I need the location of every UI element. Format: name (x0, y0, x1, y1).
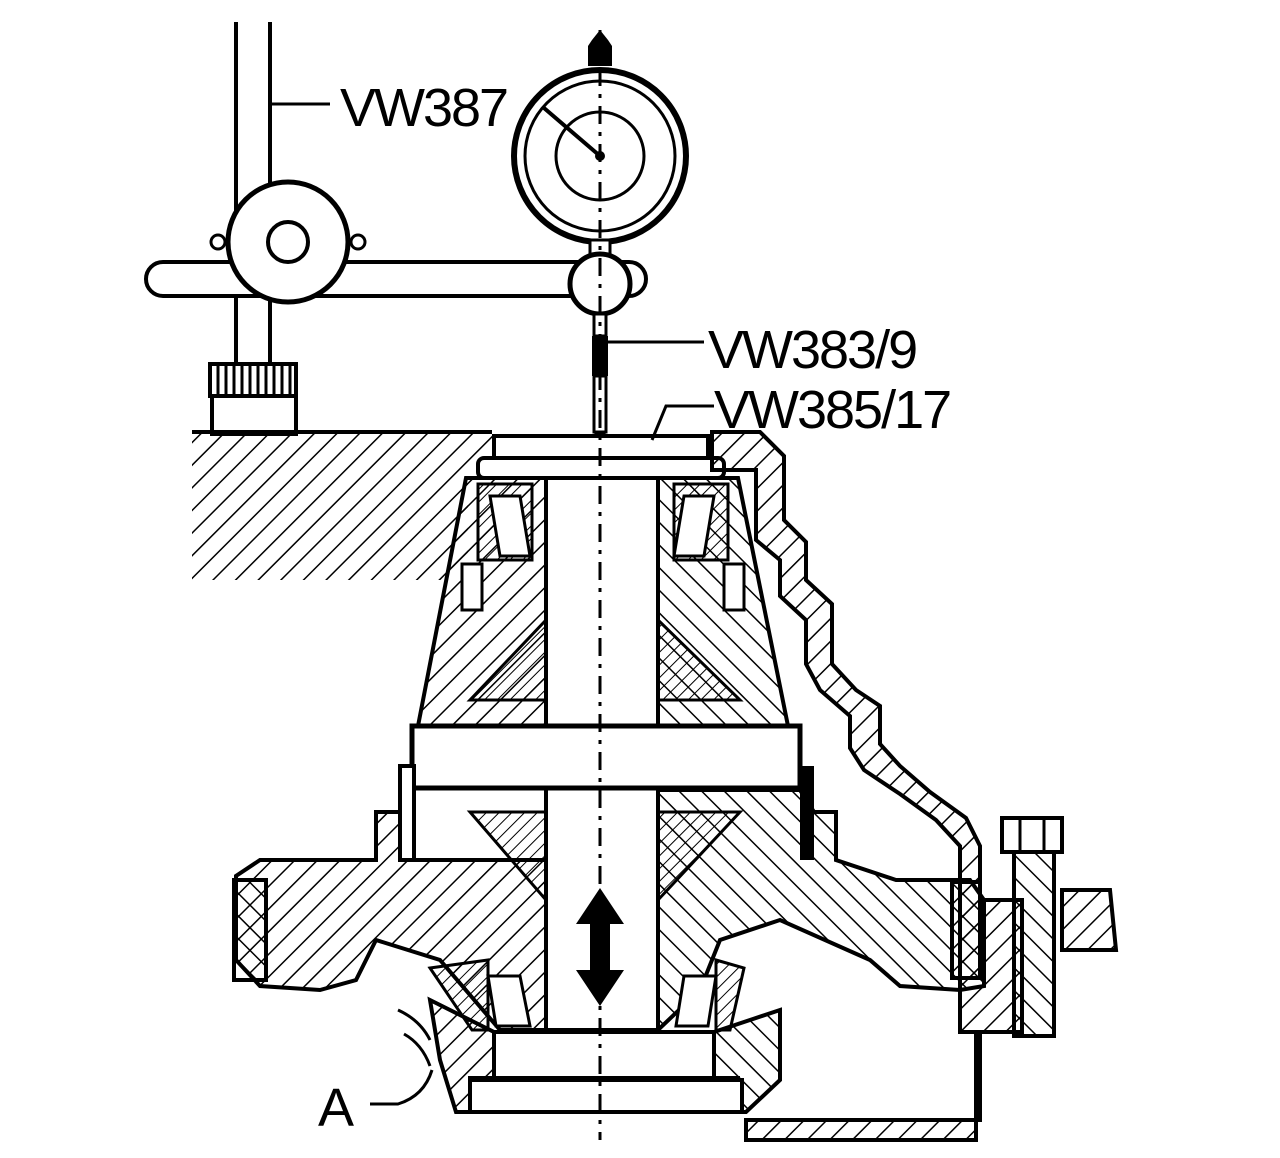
label-plate: VW385/17 (714, 380, 950, 440)
label-part-a: A (318, 1078, 354, 1138)
part-a-leader (370, 1069, 434, 1106)
bolt (1000, 816, 1119, 1038)
label-stand: VW387 (340, 78, 507, 138)
magnetic-stand-icon (209, 179, 367, 305)
lower-bearing-seat (397, 958, 782, 1114)
dial-gauge (511, 30, 704, 462)
crossbar (398, 723, 814, 862)
housing-right-wall (710, 430, 1024, 1142)
label-gauge-extension: VW383/9 (708, 320, 916, 380)
magnetic-stand (144, 22, 648, 436)
differential-case-upper (415, 476, 791, 728)
housing-left-block (192, 430, 492, 580)
double-arrow-icon (576, 888, 624, 1006)
